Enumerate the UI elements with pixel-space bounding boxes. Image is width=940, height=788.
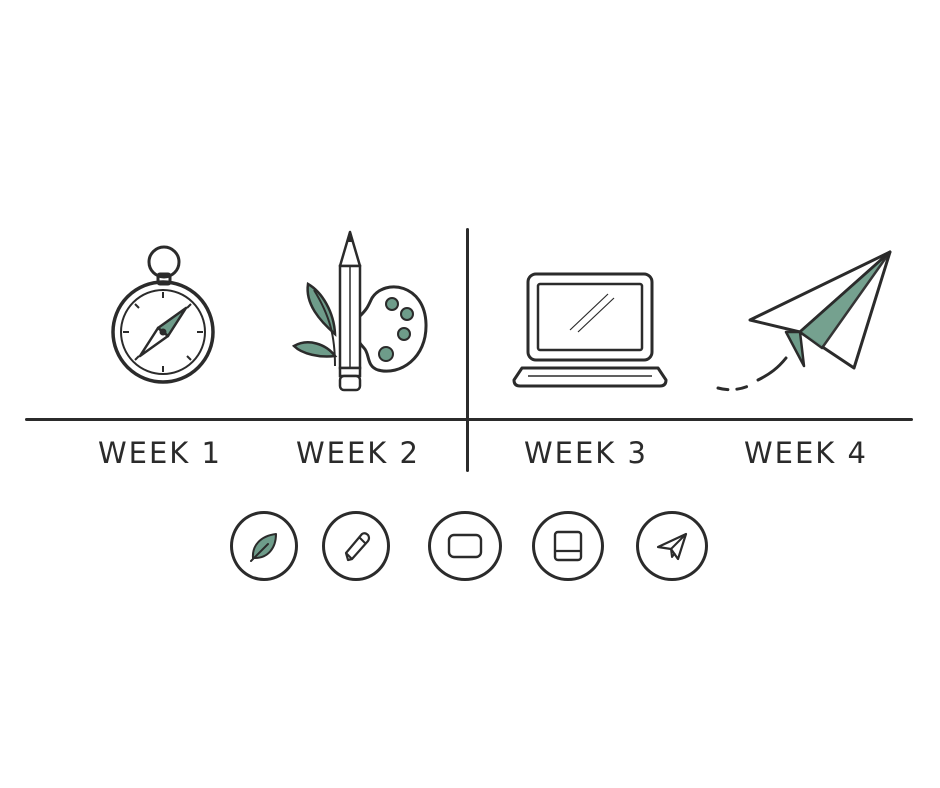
phase-divider (466, 228, 469, 472)
leaf-badge[interactable] (230, 511, 298, 581)
compass-icon (111, 245, 215, 384)
week-label-2: WEEK 2 (295, 436, 420, 470)
week-label-3: WEEK 3 (523, 436, 648, 470)
pencil-badge[interactable] (322, 511, 390, 581)
laptop-icon (512, 272, 668, 388)
screen-icon (447, 533, 483, 559)
pencil-icon (344, 532, 371, 562)
week-label-1: WEEK 1 (97, 436, 222, 470)
timeline-axis (25, 418, 913, 421)
paper-plane-icon (716, 250, 892, 392)
pencil-palette-icon (291, 230, 428, 392)
tablet-badge[interactable] (532, 511, 604, 581)
send-icon (656, 532, 688, 561)
screen-badge[interactable] (428, 511, 502, 581)
send-badge[interactable] (636, 511, 708, 581)
leaf-icon (250, 533, 277, 562)
tablet-icon (553, 530, 583, 562)
week-label-4: WEEK 4 (743, 436, 868, 470)
